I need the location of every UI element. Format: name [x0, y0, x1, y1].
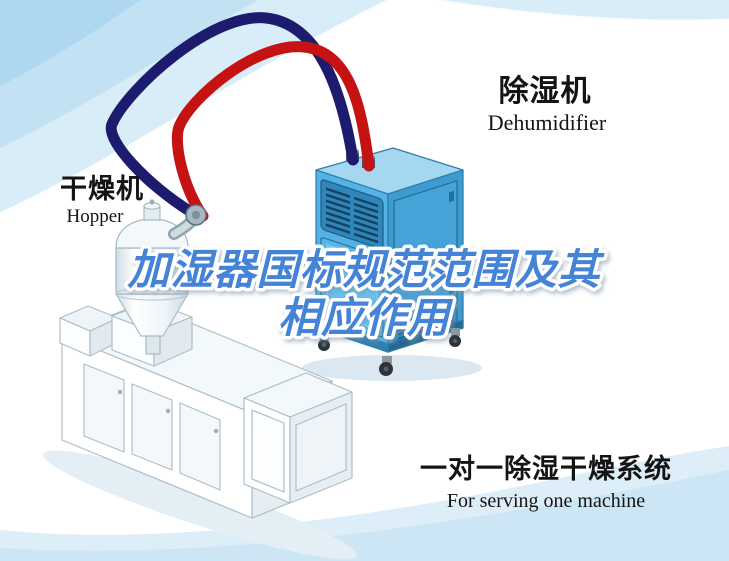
machine-cabinet — [243, 372, 353, 504]
main-title: 加湿器国标规范范围及其 相应作用 — [123, 243, 608, 345]
hopper-label-en: Hopper — [67, 206, 125, 227]
caption-en: For serving one machine — [447, 490, 645, 512]
dehumidifier-wheels — [318, 328, 461, 376]
dehumidifier-label-en: Dehumidifier — [488, 110, 607, 135]
dehumidifier — [315, 147, 464, 376]
hopper-label-zh: 干燥机 — [60, 174, 144, 204]
return-air-pipe — [105, 12, 359, 218]
dehumidifier-door — [393, 180, 458, 343]
door-handle — [398, 255, 403, 273]
machine-left-box — [59, 305, 119, 357]
machine-front-panels — [83, 363, 221, 491]
dehumidifier-label-zh: 除湿机 — [499, 74, 592, 108]
hose-flange — [185, 204, 207, 226]
hopper-body — [115, 247, 189, 295]
supply-air-pipe — [171, 41, 375, 222]
main-title-line2: 相应作用 — [278, 294, 454, 341]
main-title-line1: 加湿器国标规范范围及其 — [126, 246, 605, 293]
machine-shadow — [42, 450, 358, 560]
caption-zh: 一对一除湿干燥系统 — [420, 453, 672, 484]
dehumidifier-vent-grille — [320, 179, 384, 338]
hopper — [115, 199, 201, 355]
